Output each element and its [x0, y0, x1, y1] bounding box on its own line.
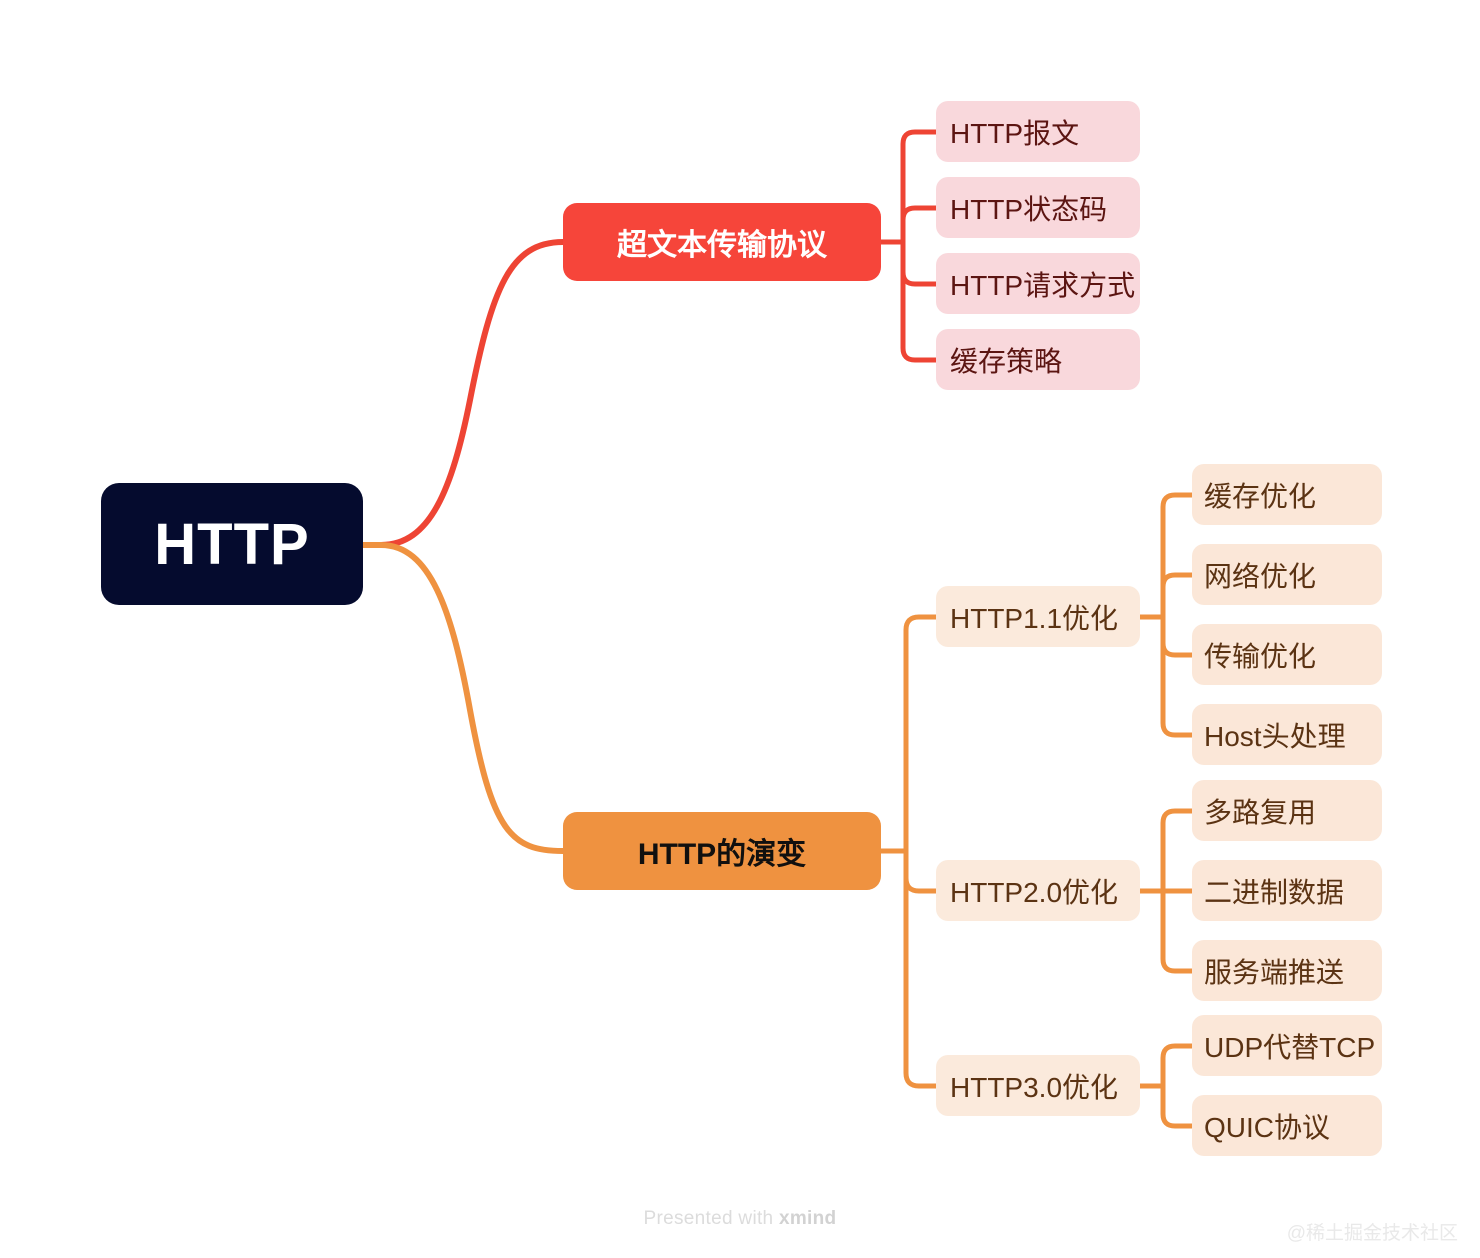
connector-root-to-http-evolution — [360, 542, 566, 854]
connector-elbow-udp-replaces-tcp — [1160, 1043, 1195, 1089]
branch-node-http-protocol-label: 超文本传输协议 — [617, 229, 827, 262]
leaf-node-host-header-handling-label: Host头处理 — [1204, 720, 1346, 752]
connector-elbow-cache-policy — [900, 239, 939, 363]
leaf-node-transfer-optimization[interactable]: 传输优化 — [1192, 624, 1382, 685]
sub-node-http30-optimization-label: HTTP3.0优化 — [950, 1071, 1119, 1103]
community-watermark: @稀土掘金技术社区 — [1286, 1223, 1458, 1244]
leaf-node-quic-protocol-label: QUIC协议 — [1204, 1111, 1331, 1143]
connector-elbow-cache-optimization — [1160, 492, 1195, 620]
leaf-node-multiplexing-label: 多路复用 — [1204, 796, 1317, 828]
xmind-attribution: Presented with xmind — [0, 1208, 1480, 1230]
leaf-node-http-request-method[interactable]: HTTP请求方式 — [936, 253, 1140, 314]
leaf-node-udp-replaces-tcp[interactable]: UDP代替TCP — [1192, 1015, 1382, 1076]
sub-node-http11-optimization[interactable]: HTTP1.1优化 — [936, 586, 1140, 647]
connector-elbow-http-request-method — [900, 239, 939, 287]
leaf-node-http-status-code-label: HTTP状态码 — [950, 193, 1108, 225]
leaf-node-network-optimization-label: 网络优化 — [1204, 560, 1317, 592]
connector-elbow-http11 — [903, 614, 939, 854]
leaf-node-http-status-code[interactable]: HTTP状态码 — [936, 177, 1140, 238]
leaf-node-cache-policy-label: 缓存策略 — [950, 345, 1063, 377]
leaf-node-host-header-handling[interactable]: Host头处理 — [1192, 704, 1382, 765]
xmind-brand-name: xmind — [779, 1208, 837, 1229]
branch-node-http-evolution-label: HTTP的演变 — [637, 838, 807, 871]
leaf-node-binary-data-label: 二进制数据 — [1204, 876, 1345, 908]
connector-elbow-transfer-optimization — [1160, 614, 1195, 658]
mindmap-root-node[interactable]: HTTP — [101, 483, 363, 605]
leaf-node-cache-optimization-label: 缓存优化 — [1204, 480, 1317, 512]
leaf-node-server-push[interactable]: 服务端推送 — [1192, 940, 1382, 1001]
leaf-node-http-request-method-label: HTTP请求方式 — [950, 269, 1136, 301]
root-node-label: HTTP — [154, 511, 310, 577]
sub-node-http20-optimization[interactable]: HTTP2.0优化 — [936, 860, 1140, 921]
connector-elbow-multiplexing — [1160, 808, 1195, 894]
leaf-node-network-optimization[interactable]: 网络优化 — [1192, 544, 1382, 605]
connector-elbow-http-status-code — [900, 205, 939, 245]
xmind-attribution-prefix: Presented with — [643, 1208, 779, 1229]
leaf-node-udp-replaces-tcp-label: UDP代替TCP — [1204, 1031, 1376, 1063]
leaf-node-transfer-optimization-label: 传输优化 — [1204, 640, 1317, 672]
leaf-node-cache-policy[interactable]: 缓存策略 — [936, 329, 1140, 390]
sub-node-http20-optimization-label: HTTP2.0优化 — [950, 876, 1119, 908]
branch-node-http-protocol[interactable]: 超文本传输协议 — [563, 203, 881, 281]
leaf-node-server-push-label: 服务端推送 — [1204, 956, 1345, 988]
branch-node-http-evolution[interactable]: HTTP的演变 — [563, 812, 881, 890]
leaf-node-http-message[interactable]: HTTP报文 — [936, 101, 1140, 162]
sub-node-http30-optimization[interactable]: HTTP3.0优化 — [936, 1055, 1140, 1116]
connector-elbow-http-message — [900, 129, 939, 245]
connector-elbow-http30 — [903, 848, 939, 1089]
leaf-node-multiplexing[interactable]: 多路复用 — [1192, 780, 1382, 841]
leaf-node-quic-protocol[interactable]: QUIC协议 — [1192, 1095, 1382, 1156]
connector-elbow-server-push — [1160, 888, 1195, 974]
sub-node-http11-optimization-label: HTTP1.1优化 — [950, 602, 1119, 634]
connector-elbow-http20 — [903, 848, 939, 894]
leaf-node-http-message-label: HTTP报文 — [950, 117, 1080, 149]
leaf-node-binary-data[interactable]: 二进制数据 — [1192, 860, 1382, 921]
connector-root-to-http-protocol — [360, 239, 566, 548]
leaf-node-cache-optimization[interactable]: 缓存优化 — [1192, 464, 1382, 525]
connector-elbow-network-optimization — [1160, 572, 1195, 620]
connector-elbow-host-header — [1160, 614, 1195, 738]
connector-elbow-quic-protocol — [1160, 1083, 1195, 1129]
